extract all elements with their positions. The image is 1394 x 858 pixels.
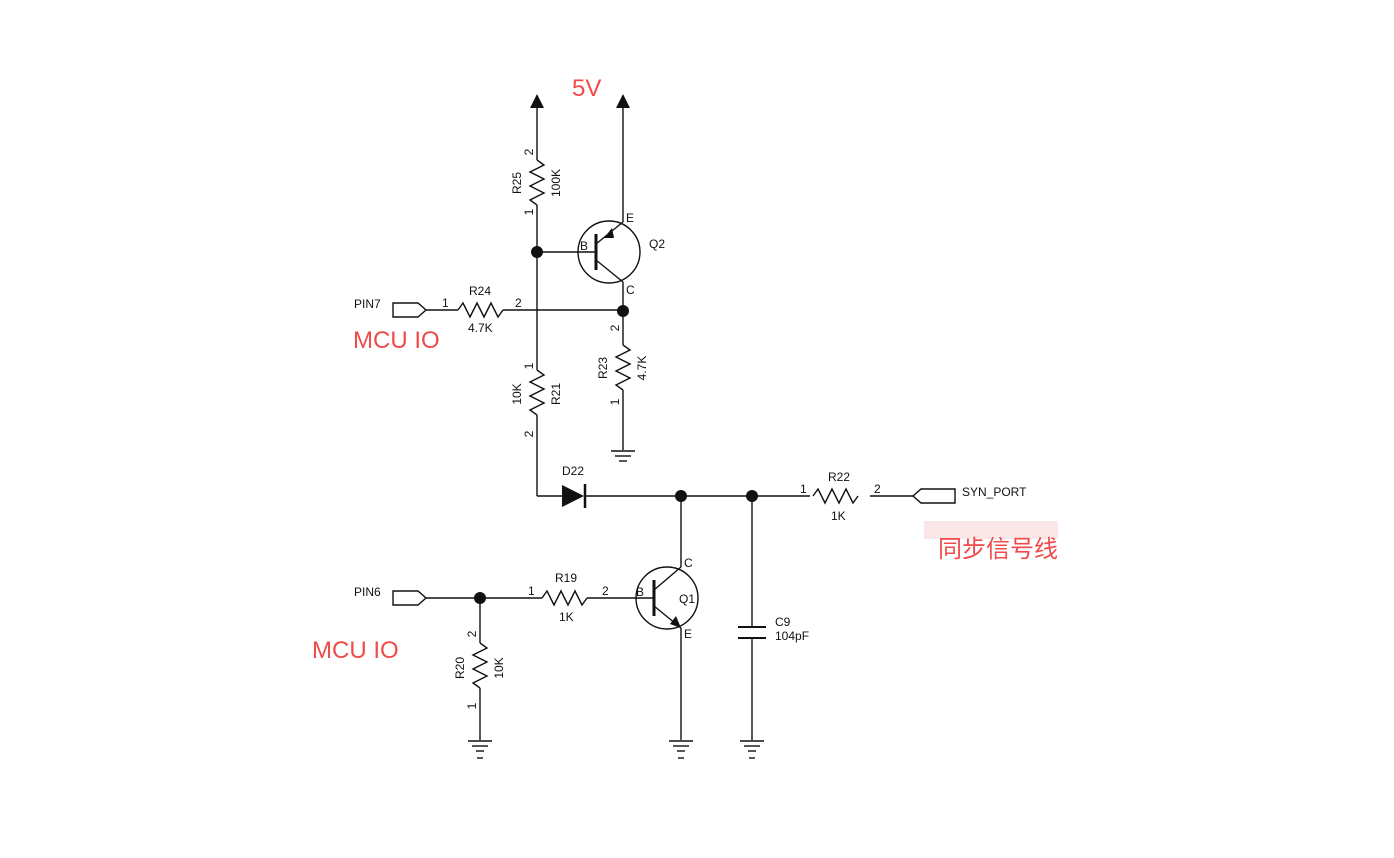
supply-arrow-left: [530, 94, 544, 140]
junction-q2-base: [531, 246, 543, 258]
r19-value: 1K: [559, 610, 574, 624]
c9-value: 104pF: [775, 629, 809, 643]
r22-ref: R22: [828, 470, 850, 484]
r23-ref: R23: [596, 357, 610, 379]
junction-pin6: [474, 592, 486, 604]
ground-r20: [468, 740, 492, 759]
c9-ref: C9: [775, 615, 791, 629]
pin6-label: PIN6: [354, 585, 381, 599]
q1-terminal-b: B: [636, 585, 644, 599]
r24-value: 4.7K: [468, 321, 493, 335]
r23-value: 4.7K: [635, 356, 649, 381]
supply-5v-label: 5V: [572, 75, 601, 102]
resistor-r20: 2 1 R20 10K: [453, 598, 506, 740]
ground-q1: [669, 740, 693, 759]
mcu-io-top-label: MCU IO: [353, 327, 440, 354]
resistor-r23: 2 1 R23 4.7K: [596, 312, 649, 450]
q1-terminal-c: C: [684, 556, 693, 570]
sync-signal-label: 同步信号线: [938, 535, 1058, 563]
pin7-label: PIN7: [354, 297, 381, 311]
r20-pin2: 2: [465, 630, 479, 637]
q2-terminal-c: C: [626, 283, 635, 297]
q1-ref: Q1: [679, 592, 695, 606]
r23-pin2: 2: [608, 324, 622, 331]
d22-ref: D22: [562, 464, 584, 478]
resistor-r24: 1 2 R24 4.7K: [426, 284, 623, 335]
resistor-r25: 2 1 R25 100K: [510, 140, 563, 252]
r24-ref: R24: [469, 284, 491, 298]
ground-c9: [740, 740, 764, 759]
r23-pin1: 1: [608, 398, 622, 405]
mcu-io-bottom-label: MCU IO: [312, 637, 399, 664]
resistor-r19: 1 2 R19 1K: [426, 571, 654, 624]
r20-ref: R20: [453, 657, 467, 679]
r25-value: 100K: [549, 169, 563, 197]
junction-q1-collector: [675, 490, 687, 502]
r21-value: 10K: [510, 383, 524, 404]
r21-ref: R21: [549, 383, 563, 405]
ground-r23: [611, 450, 635, 462]
r21-pin1: 1: [522, 362, 536, 369]
r24-pin1: 1: [442, 296, 449, 310]
q1-terminal-e: E: [684, 627, 692, 641]
junction-c9: [746, 490, 758, 502]
r19-pin2: 2: [602, 584, 609, 598]
syn-port-label: SYN_PORT: [962, 485, 1027, 499]
q2-terminal-e: E: [626, 211, 634, 225]
q2-ref: Q2: [649, 237, 665, 251]
port-pin6: PIN6: [354, 585, 428, 606]
r19-pin1: 1: [528, 584, 535, 598]
resistor-r22: 1 2 R22 1K: [800, 470, 881, 523]
port-syn: SYN_PORT: [911, 485, 1027, 504]
transistor-q2: E B C Q2: [537, 211, 665, 312]
r25-pin2: 2: [522, 148, 536, 155]
blurred-region: [924, 521, 1058, 539]
r21-pin2: 2: [522, 430, 536, 437]
junction-q2-collector: [617, 305, 629, 317]
r25-pin1: 1: [522, 208, 536, 215]
r24-pin2: 2: [515, 296, 522, 310]
q2-terminal-b: B: [580, 239, 588, 253]
supply-arrow-right: [616, 94, 630, 215]
transistor-q1: C B E Q1: [635, 496, 699, 740]
capacitor-c9: C9 104pF: [738, 496, 809, 740]
port-pin7: PIN7: [354, 297, 428, 318]
resistor-r21: 1 2 10K R21: [510, 360, 563, 496]
r20-pin1: 1: [465, 702, 479, 709]
r20-value: 10K: [492, 657, 506, 678]
r25-ref: R25: [510, 172, 524, 194]
r22-value: 1K: [831, 509, 846, 523]
r22-pin1: 1: [800, 482, 807, 496]
r22-pin2: 2: [874, 482, 881, 496]
r19-ref: R19: [555, 571, 577, 585]
